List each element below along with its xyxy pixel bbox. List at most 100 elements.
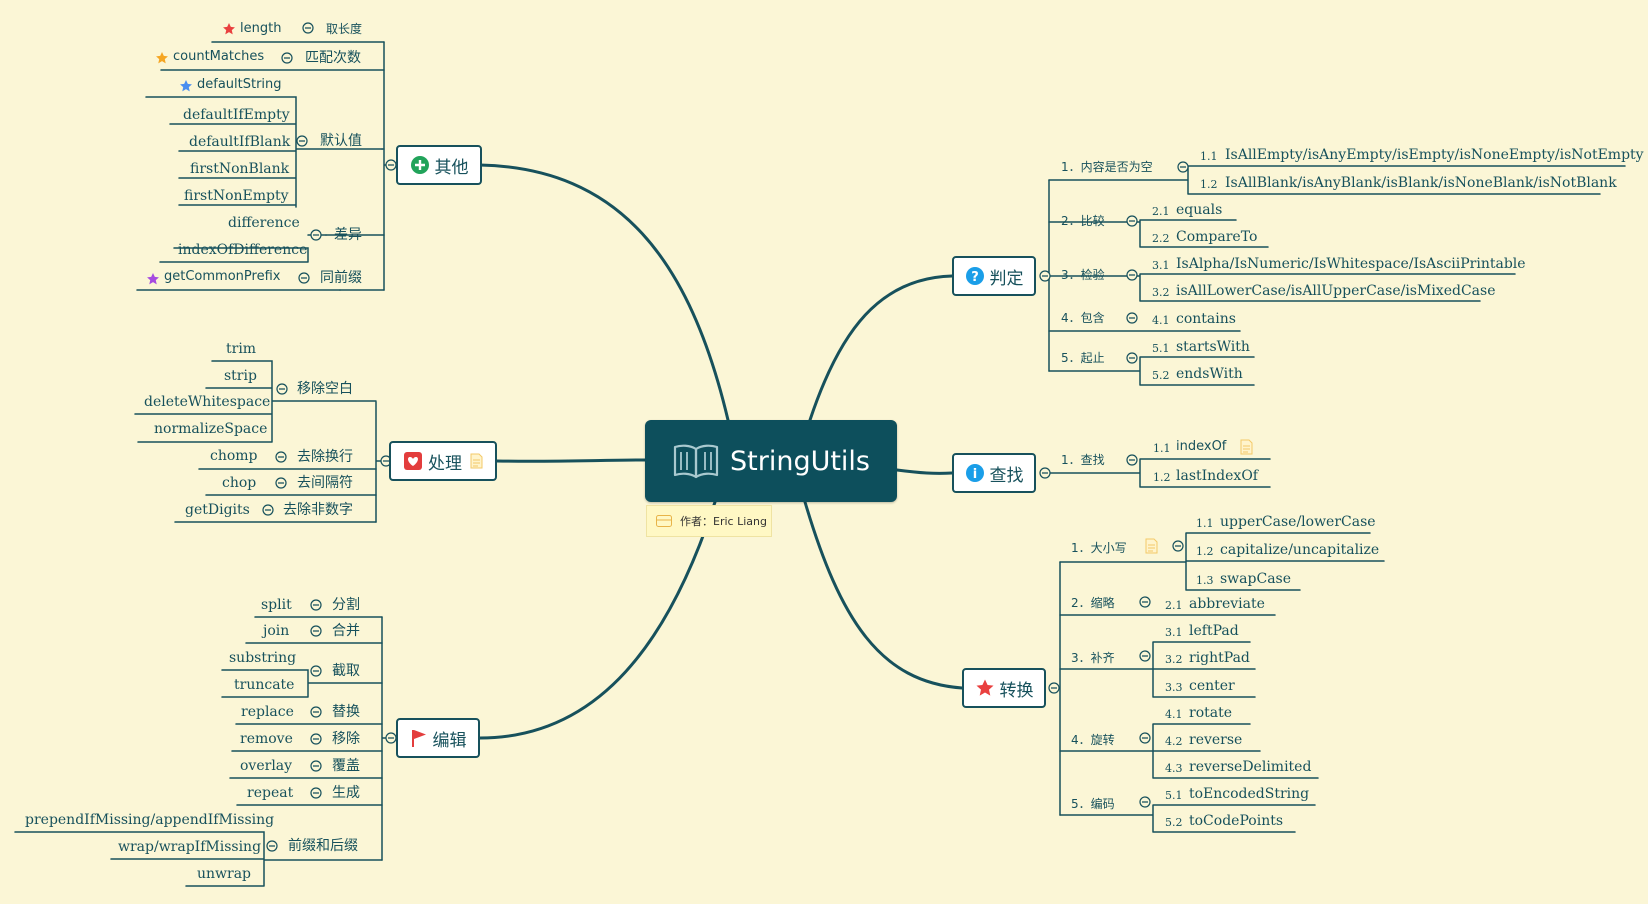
node-convert-3-2[interactable]: rightPad [1189,650,1250,666]
node-find-1-2[interactable]: lastIndexOf [1176,468,1258,484]
book-icon [672,441,720,481]
node-judge-4-1[interactable]: contains [1176,311,1236,327]
node-find-1-1[interactable]: indexOf [1176,439,1227,454]
node-judge-3-1[interactable]: IsAlpha/IsNumeric/IsWhitespace/IsAsciiPr… [1176,256,1526,272]
num-c-3-3: 3.3 [1165,681,1183,694]
node-default-string[interactable]: defaultString [197,77,282,92]
node-difference[interactable]: difference [228,215,300,231]
node-qu-chu-huan-hang[interactable]: 去除换行 [297,449,353,465]
node-fen-ge[interactable]: 分割 [332,597,360,613]
node-convert-4-1[interactable]: rotate [1189,705,1233,721]
node-convert-4-2[interactable]: reverse [1189,732,1243,748]
node-get-digits[interactable]: getDigits [185,502,250,518]
author-note[interactable]: 作者：Eric Liang [646,505,772,537]
num-c-5-2: 5.2 [1165,816,1183,829]
node-wrap-if-missing[interactable]: wrap/wrapIfMissing [118,839,262,855]
node-convert-1-1[interactable]: upperCase/lowerCase [1220,514,1376,530]
node-mo-ren-zhi[interactable]: 默认值 [320,133,362,149]
node-strip[interactable]: strip [224,368,257,384]
node-index-of-difference[interactable]: indexOfDifference [178,242,308,258]
node-convert-g3[interactable]: 3．补齐 [1071,651,1115,665]
node-convert-2-1[interactable]: abbreviate [1189,596,1265,612]
note-icon[interactable] [1240,439,1253,455]
node-yi-chu-kong-bai[interactable]: 移除空白 [297,381,353,397]
node-sheng-cheng[interactable]: 生成 [332,785,360,801]
node-judge-5-2[interactable]: endsWith [1176,366,1243,382]
node-repeat[interactable]: repeat [247,785,294,801]
node-first-non-blank[interactable]: firstNonBlank [190,161,290,177]
topic-find[interactable]: i 查找 [952,453,1036,493]
node-convert-4-3[interactable]: reverseDelimited [1189,759,1312,775]
topic-other[interactable]: 其他 [396,145,482,185]
node-convert-1-3[interactable]: swapCase [1220,571,1292,587]
node-substring[interactable]: substring [229,650,297,666]
num-2-1: 2.1 [1152,205,1170,218]
node-judge-1-1[interactable]: IsAllEmpty/isAnyEmpty/isEmpty/isNoneEmpt… [1225,147,1644,163]
node-fu-gai[interactable]: 覆盖 [332,758,360,774]
node-remove[interactable]: remove [240,731,293,747]
node-convert-g4[interactable]: 4．旋转 [1071,733,1115,747]
node-join[interactable]: join [263,623,290,639]
node-convert-5-2[interactable]: toCodePoints [1189,813,1284,829]
node-find-g1[interactable]: 1．查找 [1061,453,1105,467]
node-convert-g1[interactable]: 1．大小写 [1071,541,1127,555]
plus-circle-icon [410,155,430,175]
node-normalize-space[interactable]: normalizeSpace [154,421,268,437]
node-convert-3-3[interactable]: center [1189,678,1235,694]
node-prepend-append-if-missing[interactable]: prependIfMissing/appendIfMissing [25,812,275,828]
node-he-bing[interactable]: 合并 [332,623,360,639]
topic-process[interactable]: 处理 [389,441,497,481]
node-default-if-empty[interactable]: defaultIfEmpty [183,107,290,123]
node-chop[interactable]: chop [222,475,257,491]
node-delete-whitespace[interactable]: deleteWhitespace [144,394,271,410]
star-icon [146,272,160,286]
node-convert-5-1[interactable]: toEncodedString [1189,786,1310,802]
node-qu-chang-du[interactable]: 取长度 [326,22,363,36]
node-qu-chu-fei-shu-zi[interactable]: 去除非数字 [283,502,353,518]
node-judge-2-1[interactable]: equals [1176,202,1223,218]
topic-edit[interactable]: 编辑 [396,718,480,758]
node-convert-3-1[interactable]: leftPad [1189,623,1239,639]
branch-line-find [895,468,954,475]
node-get-common-prefix[interactable]: getCommonPrefix [164,269,281,284]
node-convert-1-2[interactable]: capitalize/uncapitalize [1220,542,1380,558]
node-judge-3-2[interactable]: isAllLowerCase/isAllUpperCase/isMixedCas… [1176,283,1496,299]
node-judge-g2[interactable]: 2．比较 [1061,214,1105,228]
star-icon [155,51,169,65]
node-jie-qu[interactable]: 截取 [332,663,360,679]
node-judge-1-2[interactable]: IsAllBlank/isAnyBlank/isBlank/isNoneBlan… [1225,175,1617,191]
node-pi-pei-ci-shu[interactable]: 匹配次数 [305,50,361,66]
node-tong-qian-zhui[interactable]: 同前缀 [320,270,362,286]
node-convert-g2[interactable]: 2．缩略 [1071,596,1115,610]
node-ti-huan[interactable]: 替换 [332,704,360,720]
node-replace[interactable]: replace [241,704,294,720]
node-judge-g4[interactable]: 4．包含 [1061,311,1105,325]
central-topic[interactable]: StringUtils [645,420,897,502]
topic-judge[interactable]: ? 判定 [952,256,1036,296]
node-judge-g1[interactable]: 1．内容是否为空 [1061,160,1153,174]
node-count-matches[interactable]: countMatches [173,49,265,64]
note-icon[interactable] [1145,538,1158,554]
num-c-4-3: 4.3 [1165,762,1183,775]
node-unwrap[interactable]: unwrap [197,866,252,882]
node-judge-g3[interactable]: 3．检验 [1061,268,1105,282]
node-overlay[interactable]: overlay [240,758,293,774]
node-yi-chu[interactable]: 移除 [332,731,360,747]
node-judge-5-1[interactable]: startsWith [1176,339,1250,355]
num-c-5-1: 5.1 [1165,789,1183,802]
note-icon[interactable] [470,453,483,469]
node-judge-g5[interactable]: 5．起止 [1061,351,1105,365]
node-length[interactable]: length [240,21,282,36]
node-trim[interactable]: trim [226,341,257,357]
node-default-if-blank[interactable]: defaultIfBlank [189,134,291,150]
node-convert-g5[interactable]: 5．编码 [1071,797,1115,811]
node-cha-yi[interactable]: 差异 [334,227,362,243]
node-chomp[interactable]: chomp [210,448,258,464]
topic-convert[interactable]: 转换 [962,668,1046,708]
node-judge-2-2[interactable]: CompareTo [1176,229,1258,245]
node-truncate[interactable]: truncate [234,677,295,693]
node-qian-zhui-hou-zhui[interactable]: 前缀和后缀 [288,838,358,854]
node-first-non-empty[interactable]: firstNonEmpty [184,188,289,204]
node-qu-jian-ge-fu[interactable]: 去间隔符 [297,475,353,491]
node-split[interactable]: split [261,597,292,613]
